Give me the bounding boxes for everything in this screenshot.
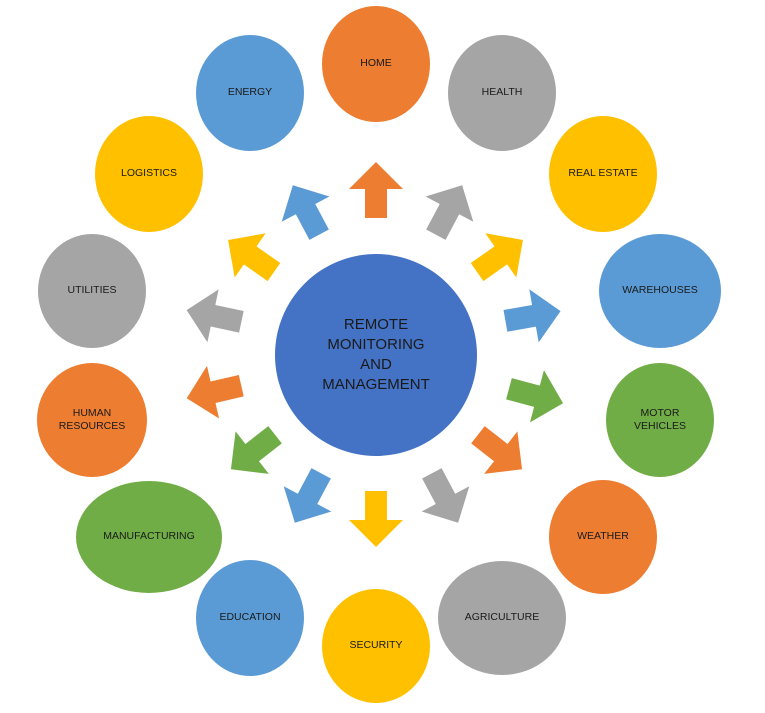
arrow-to-education [283, 468, 332, 523]
arrow-shape [283, 468, 332, 523]
arrow-shape [506, 370, 564, 423]
node-energy: ENERGY [196, 35, 304, 151]
arrow-shape [228, 233, 281, 282]
node-security: SECURITY [322, 589, 430, 703]
node-label: SECURITY [349, 639, 403, 652]
center-circle: REMOTE MONITORING AND MANAGEMENT [275, 254, 477, 456]
node-label: WAREHOUSES [622, 284, 698, 297]
node-label: MOTOR VEHICLES [634, 406, 686, 432]
node-label: UTILITIES [67, 284, 117, 297]
arrow-to-real-estate [470, 233, 523, 282]
arrow-to-utilities [186, 289, 244, 343]
arrow-shape [281, 185, 330, 240]
node-label: AGRICULTURE [464, 611, 540, 624]
node-health: HEALTH [448, 35, 556, 151]
node-home: HOME [322, 6, 430, 122]
node-utilities: UTILITIES [38, 234, 146, 348]
arrow-shape [186, 365, 244, 419]
arrow-to-energy [281, 185, 330, 240]
node-warehouses: WAREHOUSES [599, 234, 721, 348]
node-label: WEATHER [577, 530, 629, 543]
arrow-shape [186, 289, 244, 343]
node-logistics: LOGISTICS [95, 116, 203, 232]
node-human-resources: HUMAN RESOURCES [37, 363, 147, 477]
arrow-to-agriculture [421, 468, 470, 523]
arrow-shape [421, 468, 470, 523]
arrow-shape [425, 185, 474, 240]
node-manufacturing: MANUFACTURING [76, 481, 222, 593]
arrow-to-human-resources [186, 365, 244, 419]
arrow-shape [471, 426, 523, 474]
node-weather: WEATHER [549, 480, 657, 594]
arrow-to-home [349, 162, 403, 218]
node-education: EDUCATION [196, 560, 304, 676]
arrow-shape [503, 289, 561, 343]
arrow-to-warehouses [503, 289, 561, 343]
node-label: HOME [360, 57, 392, 70]
node-label: LOGISTICS [120, 167, 177, 180]
node-agriculture: AGRICULTURE [438, 561, 566, 675]
node-label: REAL ESTATE [568, 167, 638, 180]
arrow-shape [230, 426, 282, 474]
node-label: HUMAN RESOURCES [58, 406, 126, 432]
arrow-shape [470, 233, 523, 282]
node-real-estate: REAL ESTATE [549, 116, 657, 232]
arrow-to-health [425, 185, 474, 240]
arrow-shape [349, 162, 403, 218]
arrow-shape [349, 491, 403, 547]
node-label: ENERGY [227, 86, 273, 99]
node-label: EDUCATION [219, 611, 281, 624]
node-label: MANUFACTURING [103, 530, 195, 543]
arrow-to-manufacturing [230, 426, 282, 474]
node-motor-vehicles: MOTOR VEHICLES [606, 363, 714, 477]
arrow-to-motor-vehicles [506, 370, 564, 423]
arrow-to-weather [471, 426, 523, 474]
center-label: REMOTE MONITORING AND MANAGEMENT [322, 315, 430, 394]
node-label: HEALTH [481, 86, 523, 99]
arrow-to-logistics [228, 233, 281, 282]
arrow-to-security [349, 491, 403, 547]
